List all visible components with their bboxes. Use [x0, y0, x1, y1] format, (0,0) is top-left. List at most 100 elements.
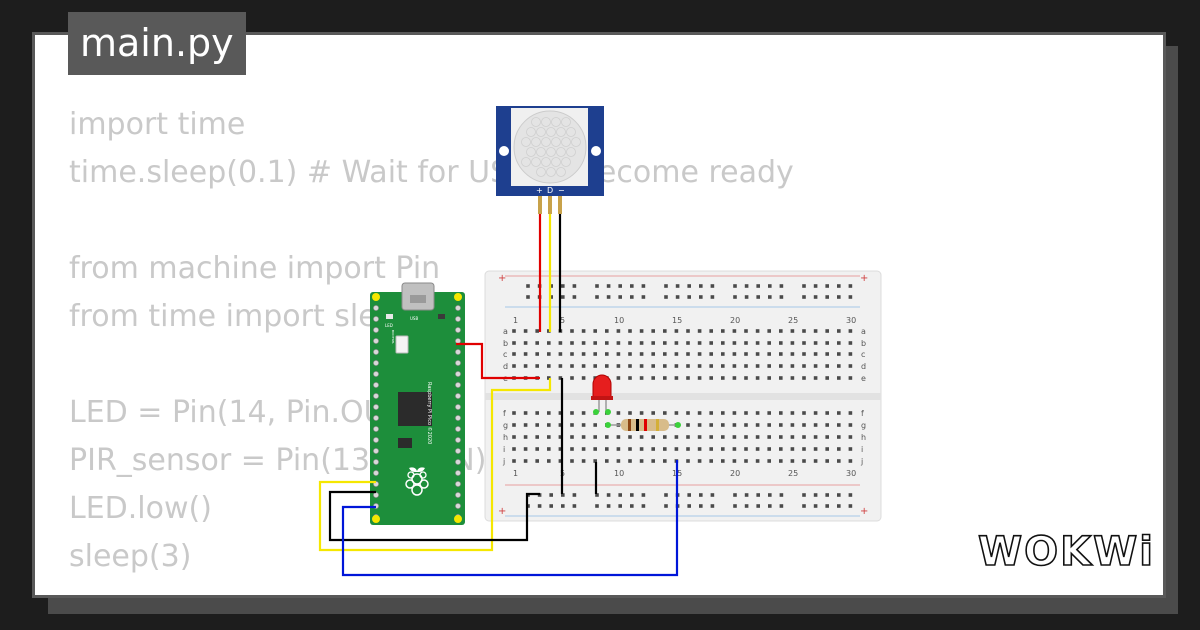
breadboard-hole	[535, 329, 539, 333]
rail-hole	[664, 295, 668, 299]
breadboard-hole	[570, 364, 574, 368]
breadboard-hole	[813, 364, 818, 368]
lens-cell	[526, 147, 536, 157]
rail-hole	[756, 284, 760, 288]
raspberry-pi-pico[interactable]: LED USB BOOTSEL Raspberry Pi Pico ©2020	[370, 282, 465, 525]
rail-hole	[768, 284, 772, 288]
breadboard-hole	[848, 352, 853, 356]
wire-blue-led[interactable]	[341, 460, 679, 577]
breadboard-hole	[581, 329, 586, 333]
breadboard-hole	[523, 459, 528, 463]
rail-hole	[595, 284, 599, 288]
breadboard-hole	[674, 364, 679, 368]
lens-cell	[571, 137, 581, 147]
breadboard-hole	[628, 447, 632, 451]
rail-hole	[837, 295, 841, 299]
pico-pin	[455, 349, 461, 355]
rail-hole	[641, 295, 646, 299]
pir-sensor[interactable]: + D −	[496, 106, 604, 214]
breadboard-hole	[570, 341, 574, 345]
resistor-band	[644, 419, 647, 431]
rp2040-chip	[398, 392, 432, 426]
wire-red-power[interactable]	[456, 342, 540, 380]
rail-hole	[572, 504, 577, 508]
flash-chip	[398, 438, 412, 448]
breadboard-hole	[813, 423, 818, 427]
breadboard-hole	[802, 435, 806, 439]
breadboard-hole	[825, 447, 829, 451]
breadboard-hole	[802, 423, 806, 427]
rail-hole	[837, 284, 841, 288]
breadboard-hole	[605, 447, 609, 451]
breadboard-hole	[848, 364, 853, 368]
breadboard-hole	[674, 376, 679, 380]
breadboard-hole	[628, 411, 632, 415]
breadboard-hole	[593, 329, 597, 333]
rail-hole	[641, 504, 646, 508]
breadboard-hole	[581, 364, 586, 368]
breadboard-hole	[779, 341, 783, 345]
breadboard-hole	[802, 329, 806, 333]
breadboard[interactable]: + + + + 1 5 10 15 20 25 30 1 5 10 15 20 …	[484, 270, 882, 522]
led-pin-marker	[605, 409, 611, 415]
pico-pin	[455, 382, 461, 388]
breadboard-hole	[813, 352, 818, 356]
rail-hole	[802, 493, 806, 497]
breadboard-hole	[779, 423, 783, 427]
rail-hole	[561, 504, 565, 508]
breadboard-hole	[616, 459, 621, 463]
rail-hole	[549, 295, 553, 299]
breadboard-hole	[837, 435, 841, 439]
wire-black-ground[interactable]	[328, 490, 540, 542]
rail-hole	[561, 493, 565, 497]
breadboard-hole	[523, 423, 528, 427]
breadboard-hole	[523, 411, 528, 415]
breadboard-hole	[837, 423, 841, 427]
wire-yellow-signal[interactable]	[318, 378, 552, 552]
breadboard-hole	[581, 459, 586, 463]
rail-hole	[687, 295, 691, 299]
breadboard-hole	[581, 376, 586, 380]
rail-hole	[606, 504, 611, 508]
pico-pin	[373, 404, 379, 410]
rail-hole	[779, 493, 784, 497]
pico-brand-label: Raspberry Pi Pico ©2020	[426, 382, 433, 444]
breadboard-hole	[790, 459, 795, 463]
lens-cell	[521, 157, 531, 167]
pico-pin	[373, 426, 379, 432]
breadboard-hole	[837, 329, 841, 333]
breadboard-hole	[523, 435, 528, 439]
rail-plus-label: +	[860, 273, 868, 284]
breadboard-hole	[744, 435, 748, 439]
rail-hole	[618, 493, 622, 497]
pir-pin-label-data: D	[547, 186, 553, 195]
breadboard-hole	[697, 447, 702, 451]
file-tab[interactable]: main.py	[68, 12, 246, 75]
breadboard-hole	[755, 435, 760, 439]
pico-pin	[373, 360, 379, 366]
breadboard-hole	[767, 459, 771, 463]
pico-pin	[455, 327, 461, 333]
breadboard-hole	[570, 329, 574, 333]
lens-cell	[531, 157, 541, 167]
breadboard-hole	[663, 447, 667, 451]
breadboard-hole	[825, 364, 829, 368]
breadboard-hole	[535, 411, 539, 415]
breadboard-hole	[628, 435, 632, 439]
rail-hole	[630, 295, 634, 299]
resistor[interactable]	[605, 419, 681, 431]
breadboard-hole	[825, 459, 829, 463]
breadboard-hole	[825, 352, 829, 356]
red-led[interactable]	[591, 374, 613, 415]
bootsel-button[interactable]	[395, 335, 409, 354]
lens-cell	[551, 117, 561, 127]
pir-pin	[548, 196, 552, 214]
breadboard-hole	[570, 459, 574, 463]
breadboard-hole	[755, 364, 760, 368]
row-letter: a	[861, 327, 866, 336]
breadboard-hole	[813, 435, 818, 439]
rail-hole	[837, 493, 841, 497]
breadboard-hole	[721, 447, 725, 451]
breadboard-hole	[779, 329, 783, 333]
